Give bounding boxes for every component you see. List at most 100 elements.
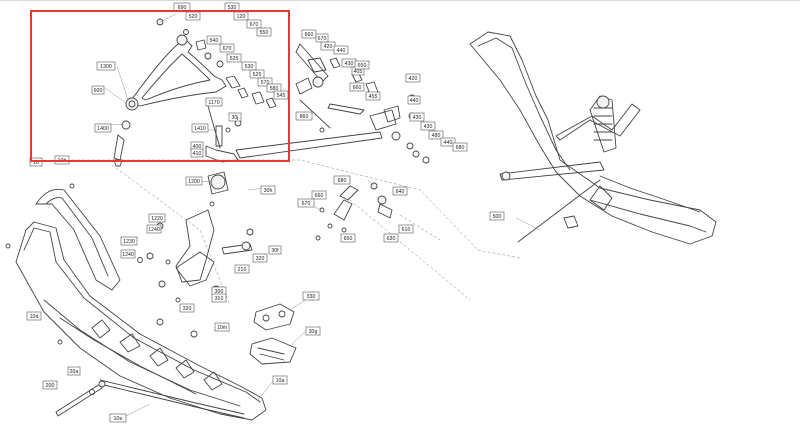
svg-text:1410: 1410 [194,126,206,132]
callout-570: 570 [257,77,273,87]
callout-525: 525 [249,69,265,79]
assembly-dashed-lines [72,159,521,306]
callout-420: 420 [405,73,421,83]
svg-text:660: 660 [305,32,314,38]
svg-text:1220: 1220 [151,216,163,222]
callout-860: 860 [295,111,313,121]
callout-120: 120 [233,11,249,21]
callout-320: 320 [179,303,195,313]
svg-text:680: 680 [456,145,465,151]
callout-1400: 1400 [94,123,112,133]
svg-text:550: 550 [260,30,269,36]
svg-text:30g: 30g [309,329,318,335]
svg-text:1400: 1400 [97,126,109,132]
callout-680: 680 [452,142,468,152]
callout-520: 520 [185,11,201,21]
exploded-ski-left [15,188,267,421]
callout-610: 610 [398,224,414,234]
callout-670: 670 [219,43,235,53]
callout-660: 660 [301,29,317,39]
svg-text:480: 480 [432,133,441,139]
svg-text:670: 670 [302,201,311,207]
callout-430: 430 [341,58,357,68]
svg-text:860: 860 [300,114,309,120]
callout-30h: 30h [260,185,276,195]
callout-540: 540 [206,35,222,45]
svg-text:320: 320 [256,256,265,262]
callout-440: 440 [440,137,456,147]
svg-text:405: 405 [354,69,363,75]
svg-text:650: 650 [344,236,353,242]
svg-text:400: 400 [193,144,202,150]
svg-text:640: 640 [396,189,405,195]
svg-text:410: 410 [193,151,202,157]
svg-text:200: 200 [46,383,55,389]
svg-text:520: 520 [189,14,198,20]
callout-1240: 1240 [120,249,136,259]
svg-text:440: 440 [410,98,419,104]
svg-text:30h: 30h [264,188,273,194]
svg-text:670: 670 [223,46,232,52]
svg-text:30j: 30j [232,115,239,121]
svg-text:525: 525 [230,56,239,62]
callout-310: 310 [211,293,227,303]
callout-600: 600 [91,85,105,95]
svg-text:1300: 1300 [100,64,112,70]
callout-1170: 1170 [205,97,223,107]
svg-text:30f: 30f [271,248,279,254]
callout-10a: 10a [272,375,288,385]
bumper-pads [249,303,297,365]
callout-210: 210 [234,264,250,274]
callout-430: 430 [409,112,425,122]
callout-30g: 30g [305,326,321,336]
callout-410: 410 [190,148,204,158]
callout-440: 440 [333,45,349,55]
svg-text:540: 540 [210,38,219,44]
callout-10m: 10m [214,322,230,332]
callout-480: 480 [428,130,444,140]
svg-text:660: 660 [315,193,324,199]
callout-650: 650 [340,233,356,243]
svg-text:610: 610 [402,227,411,233]
svg-text:530: 530 [228,5,237,11]
callout-200: 200 [42,380,58,390]
callout-525: 525 [226,53,242,63]
svg-text:440: 440 [337,48,346,54]
link-hardware [315,182,393,241]
callout-1300: 1300 [96,61,116,71]
callout-680: 680 [333,175,351,185]
svg-text:430: 430 [424,124,433,130]
tie-rod-linkage [235,43,430,164]
callout-545: 545 [273,90,289,100]
callout-550: 550 [256,27,272,37]
callout-labels: 6905205301206705505406705255305255705805… [26,2,505,423]
callout-640: 640 [392,186,408,196]
svg-text:525: 525 [253,72,262,78]
svg-text:455: 455 [369,94,378,100]
svg-text:630: 630 [387,236,396,242]
callout-1410: 1410 [191,123,209,133]
svg-text:210: 210 [238,267,247,273]
svg-text:690: 690 [178,5,187,11]
svg-text:680: 680 [338,178,347,184]
svg-text:10: 10 [33,160,39,166]
a-arm-assembly [113,18,277,167]
svg-text:10e: 10e [114,416,123,422]
svg-text:530: 530 [245,64,254,70]
svg-text:120: 120 [237,14,246,20]
svg-text:1170: 1170 [208,100,219,106]
svg-text:600: 600 [94,88,103,94]
callout-690: 690 [173,2,191,12]
callout-330: 330 [302,291,320,301]
svg-text:570: 570 [261,80,270,86]
callout-1220: 1220 [148,213,166,223]
svg-text:10a: 10a [276,378,285,384]
svg-text:1200: 1200 [188,179,200,185]
svg-text:430: 430 [345,61,354,67]
callout-670: 670 [297,198,315,208]
bolt-200 [55,380,106,417]
callout-440: 440 [407,95,421,105]
callout-530: 530 [224,2,240,12]
callout-455: 455 [365,91,381,101]
